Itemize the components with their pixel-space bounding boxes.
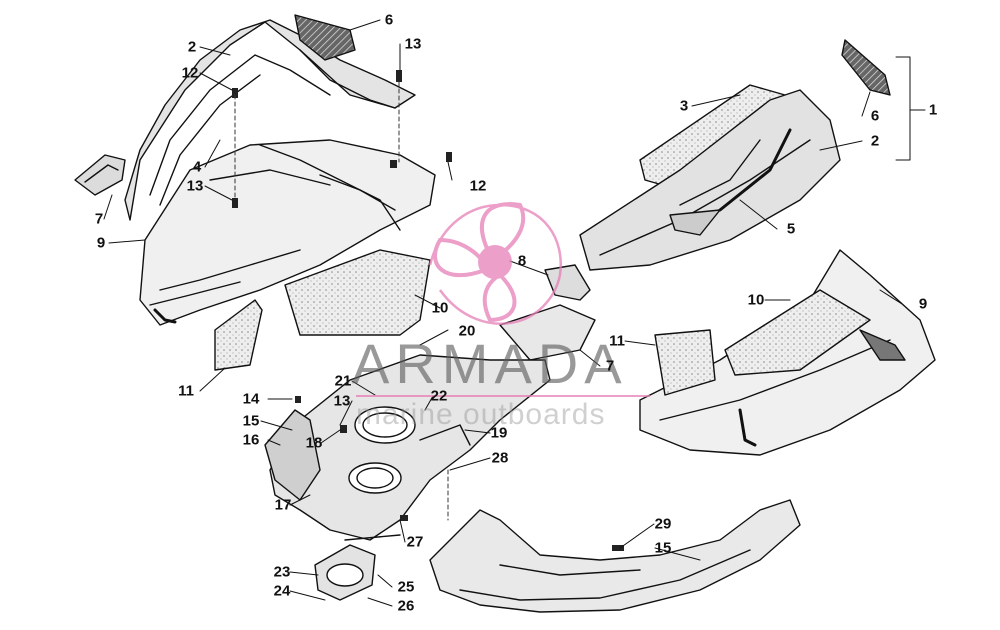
callout-8: 8 — [517, 252, 527, 270]
callout-10-right: 10 — [747, 291, 765, 309]
callout-11-left: 11 — [178, 382, 194, 400]
callout-18: 18 — [305, 434, 323, 452]
right-vent-grille-part — [841, 39, 891, 96]
callout-11-right: 11 — [609, 332, 625, 350]
callout-20: 20 — [458, 322, 476, 340]
callout-27: 27 — [406, 533, 424, 551]
belly-pan-part — [429, 499, 801, 613]
callout-12-left-top: 12 — [181, 64, 199, 82]
callout-7-left: 7 — [94, 210, 104, 228]
callout-15-left: 15 — [242, 412, 260, 430]
callout-14: 14 — [242, 390, 260, 408]
left-hood-part — [139, 139, 436, 326]
watermark-tagline: marine outboards — [356, 398, 606, 431]
callout-3: 3 — [679, 97, 689, 115]
callout-13-left: 13 — [186, 177, 204, 195]
callout-10-left: 10 — [431, 299, 449, 317]
callout-5: 5 — [786, 220, 796, 238]
callout-28: 28 — [491, 449, 509, 467]
callout-21: 21 — [334, 372, 352, 390]
left-bracket-part — [74, 154, 126, 196]
callout-6-left: 6 — [384, 11, 394, 29]
callout-13-center: 13 — [333, 392, 351, 410]
propeller-logo-icon — [428, 202, 562, 325]
callout-15-right: 15 — [654, 539, 672, 557]
fasteners — [232, 70, 624, 551]
right-small-pad-part — [654, 329, 716, 396]
callout-26: 26 — [397, 597, 415, 615]
callout-24: 24 — [273, 582, 291, 600]
callout-9-right: 9 — [918, 295, 928, 313]
console-part — [269, 354, 551, 541]
callout-17: 17 — [274, 496, 292, 514]
callout-22: 22 — [430, 387, 448, 405]
callout-7-right: 7 — [605, 357, 615, 375]
left-vent-grille-part — [294, 14, 356, 61]
watermark-brand: ARMADA — [352, 332, 628, 395]
right-foam-pad-part — [724, 289, 871, 376]
callout-29: 29 — [654, 515, 672, 533]
right-side-panel-part — [579, 89, 841, 271]
callout-12-right: 12 — [469, 177, 487, 195]
callout-23: 23 — [273, 563, 291, 581]
side-bracket-part — [264, 409, 321, 501]
callout-25: 25 — [397, 578, 415, 596]
callout-4: 4 — [192, 158, 202, 176]
callout-2-right: 2 — [870, 132, 880, 150]
callout-6-right: 6 — [870, 107, 880, 125]
callout-1: 1 — [928, 101, 938, 119]
left-foam-pad-part — [284, 249, 431, 336]
callout-9-left: 9 — [96, 234, 106, 252]
callout-16: 16 — [242, 431, 260, 449]
callout-13-top: 13 — [404, 35, 422, 53]
callout-19: 19 — [490, 424, 508, 442]
callout-2-left: 2 — [187, 38, 197, 56]
left-side-panel-part — [124, 19, 416, 221]
left-small-pad-part — [214, 299, 263, 371]
